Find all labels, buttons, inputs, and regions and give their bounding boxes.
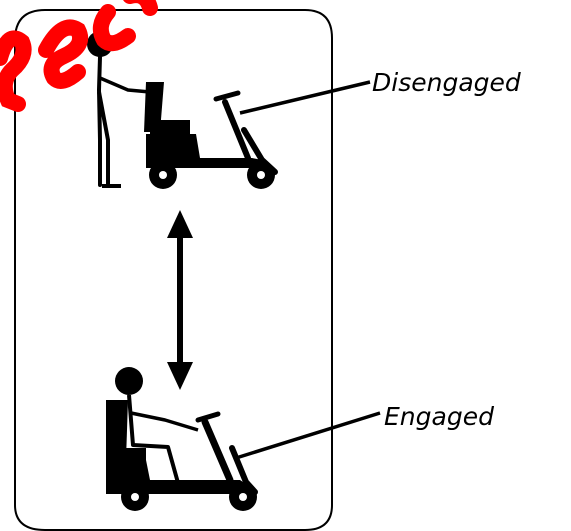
red-watermark — [0, 0, 158, 112]
disengaged-leader-line — [239, 80, 371, 115]
disengaged-label: Disengaged — [372, 68, 521, 97]
panel-frame — [14, 9, 333, 531]
person-riding-scooter-icon — [106, 367, 258, 511]
person-pushing-scooter-icon — [87, 31, 278, 189]
double-headed-arrow-icon — [167, 210, 193, 390]
engaged-leader-line — [235, 411, 381, 460]
engaged-label: Engaged — [384, 402, 494, 431]
